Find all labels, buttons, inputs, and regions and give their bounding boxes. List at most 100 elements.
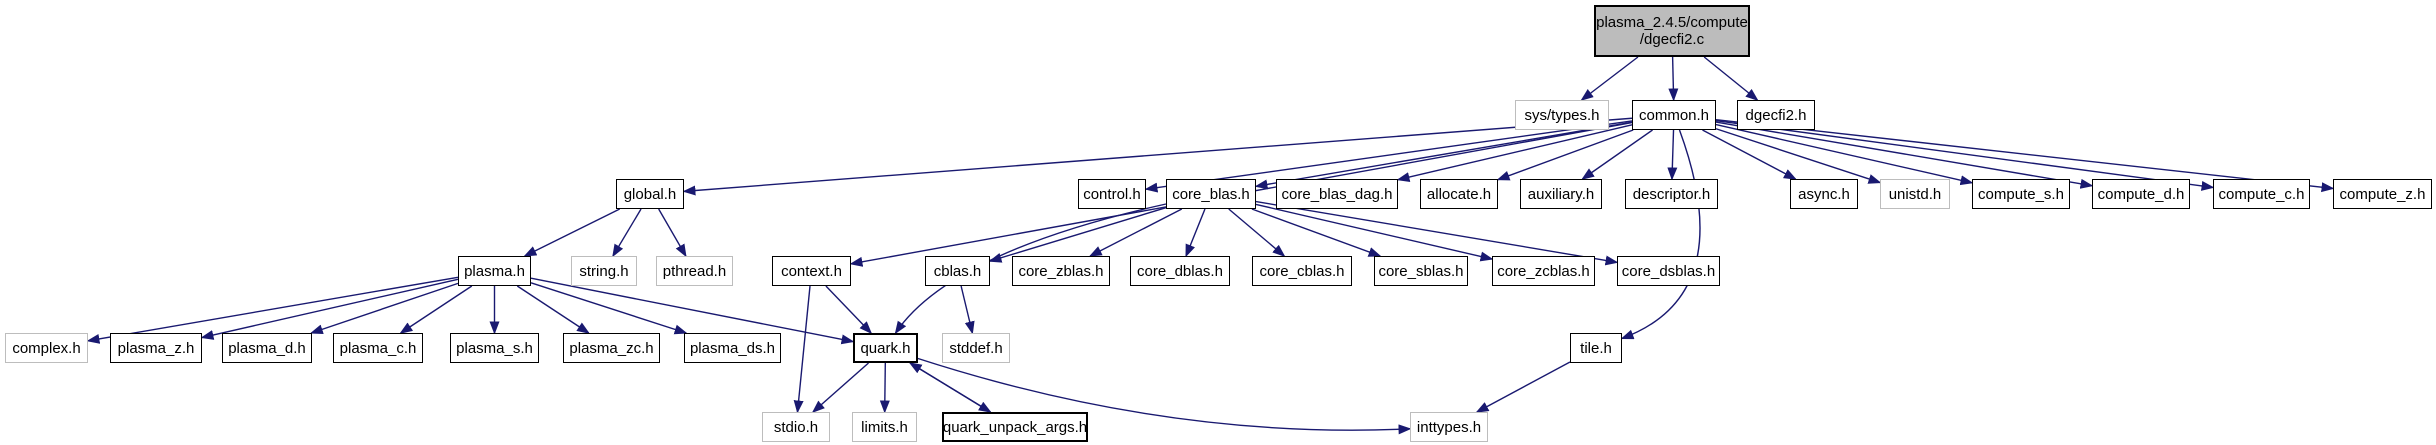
graph-node-dgecfi2_h[interactable]: dgecfi2.h [1737, 100, 1815, 130]
node-label: allocate.h [1426, 185, 1492, 203]
graph-node-descriptor[interactable]: descriptor.h [1625, 179, 1718, 209]
edge-quark-to-stdio [811, 362, 869, 413]
graph-node-core_dblas[interactable]: core_dblas.h [1130, 256, 1230, 286]
graph-node-plasma_zc[interactable]: plasma_zc.h [563, 333, 660, 363]
edge-global-to-pthread [658, 208, 687, 258]
graph-node-compute_z[interactable]: compute_z.h [2333, 179, 2432, 209]
edge-core_blas-to-core_cblas [1228, 208, 1286, 257]
graph-node-root: plasma_2.4.5/compute /dgecfi2.c [1594, 5, 1750, 57]
node-label: complex.h [12, 339, 81, 357]
edge-quark_unpack_args-to-quark [908, 362, 991, 413]
edge-plasma-to-plasma_z [200, 278, 459, 340]
edge-plasma-to-plasma_c [399, 285, 473, 334]
edge-root-to-sys_types [1580, 56, 1639, 101]
edge-common-to-allocate [1496, 129, 1634, 181]
graph-node-plasma_c[interactable]: plasma_c.h [333, 333, 423, 363]
edge-common-to-compute_s [1715, 123, 1974, 186]
graph-node-stddef: stddef.h [942, 333, 1010, 363]
edge-common-to-control [1144, 120, 1633, 193]
edge-common-to-tile [1620, 129, 1701, 340]
node-label: control.h [1083, 185, 1141, 203]
node-label: core_cblas.h [1259, 262, 1345, 280]
node-label: cblas.h [933, 262, 982, 280]
edge-common-to-compute_z [1715, 118, 2335, 193]
graph-node-core_cblas[interactable]: core_cblas.h [1252, 256, 1352, 286]
edge-plasma-to-complex [86, 276, 459, 344]
edge-context-to-quark [825, 285, 873, 335]
graph-node-quark[interactable]: quark.h [853, 333, 918, 363]
graph-node-tile[interactable]: tile.h [1570, 333, 1622, 363]
edge-plasma-to-plasma_zc [516, 285, 590, 334]
edge-core_blas-to-cblas [988, 206, 1167, 263]
node-label: auxiliary.h [1527, 185, 1595, 203]
node-label: compute_d.h [2097, 185, 2185, 203]
edge-cblas-to-stddef [960, 285, 975, 335]
node-label: string.h [579, 262, 629, 280]
graph-node-quark_unpack_args[interactable]: quark_unpack_args.h [942, 412, 1088, 442]
edge-common-to-descriptor [1667, 129, 1678, 181]
node-label: core_sblas.h [1378, 262, 1464, 280]
graph-node-compute_d[interactable]: compute_d.h [2092, 179, 2190, 209]
node-label: plasma.h [464, 262, 525, 280]
edge-root-to-common [1668, 56, 1679, 102]
edge-core_blas-to-core_dblas [1185, 208, 1206, 258]
node-label: stdio.h [773, 418, 819, 436]
node-label: dgecfi2.h [1745, 106, 1807, 124]
node-label: common.h [1638, 106, 1710, 124]
edge-common-to-auxiliary [1581, 129, 1653, 180]
graph-node-plasma_z[interactable]: plasma_z.h [110, 333, 202, 363]
node-label: context.h [781, 262, 842, 280]
edge-common-to-core_blas_dag [1396, 124, 1633, 182]
graph-node-control[interactable]: control.h [1078, 179, 1146, 209]
edge-plasma-to-plasma_d [309, 282, 459, 335]
node-label: core_dblas.h [1137, 262, 1223, 280]
graph-node-core_blas[interactable]: core_blas.h [1166, 179, 1256, 209]
edge-root-to-dgecfi2_h [1703, 56, 1759, 101]
node-label: compute_c.h [2218, 185, 2305, 203]
graph-node-sys_types: sys/types.h [1515, 100, 1609, 130]
graph-node-core_zcblas[interactable]: core_zcblas.h [1492, 256, 1595, 286]
node-label: quark_unpack_args.h [942, 418, 1088, 436]
graph-node-global[interactable]: global.h [616, 179, 684, 209]
graph-node-core_sblas[interactable]: core_sblas.h [1374, 256, 1468, 286]
edge-tile-to-inttypes [1475, 361, 1571, 413]
node-label: core_dsblas.h [1621, 262, 1716, 280]
edge-core_blas-to-core_dsblas [1255, 200, 1619, 266]
edge-common-to-compute_c [1715, 119, 2215, 191]
graph-node-cblas[interactable]: cblas.h [925, 256, 990, 286]
node-label: plasma_s.h [456, 339, 533, 357]
node-label: plasma_2.4.5/compute /dgecfi2.c [1596, 14, 1748, 48]
node-label: quark.h [860, 339, 911, 357]
graph-node-async[interactable]: async.h [1790, 179, 1858, 209]
graph-node-context[interactable]: context.h [772, 256, 851, 286]
node-label: plasma_d.h [228, 339, 306, 357]
graph-node-plasma_s[interactable]: plasma_s.h [450, 333, 539, 363]
graph-node-auxiliary[interactable]: auxiliary.h [1520, 179, 1602, 209]
node-label: plasma_z.h [117, 339, 195, 357]
graph-node-core_blas_dag[interactable]: core_blas_dag.h [1276, 179, 1398, 209]
edge-core_blas-to-core_zcblas [1255, 203, 1494, 262]
graph-node-plasma[interactable]: plasma.h [458, 256, 531, 286]
graph-node-common[interactable]: common.h [1632, 100, 1716, 130]
graph-node-compute_s[interactable]: compute_s.h [1972, 179, 2070, 209]
edge-global-to-plasma [523, 208, 621, 257]
graph-node-compute_c[interactable]: compute_c.h [2213, 179, 2310, 209]
node-label: pthread.h [662, 262, 727, 280]
node-label: tile.h [1580, 339, 1612, 357]
graph-node-allocate[interactable]: allocate.h [1420, 179, 1498, 209]
graph-node-plasma_ds[interactable]: plasma_ds.h [684, 333, 781, 363]
edge-quark-to-inttypes [917, 357, 1412, 435]
graph-node-core_zblas[interactable]: core_zblas.h [1012, 256, 1110, 286]
node-label: async.h [1798, 185, 1850, 203]
edge-plasma-to-quark [530, 277, 855, 345]
edge-core_blas-to-core_zblas [1088, 208, 1183, 257]
edge-common-to-core_blas [1254, 121, 1633, 190]
graph-node-unistd: unistd.h [1880, 179, 1950, 209]
graph-node-core_dsblas[interactable]: core_dsblas.h [1617, 256, 1720, 286]
graph-node-plasma_d[interactable]: plasma_d.h [222, 333, 312, 363]
node-label: core_zcblas.h [1497, 262, 1590, 280]
node-label: compute_z.h [2339, 185, 2426, 203]
edge-common-to-global [682, 117, 1633, 196]
graph-node-complex: complex.h [5, 333, 88, 363]
